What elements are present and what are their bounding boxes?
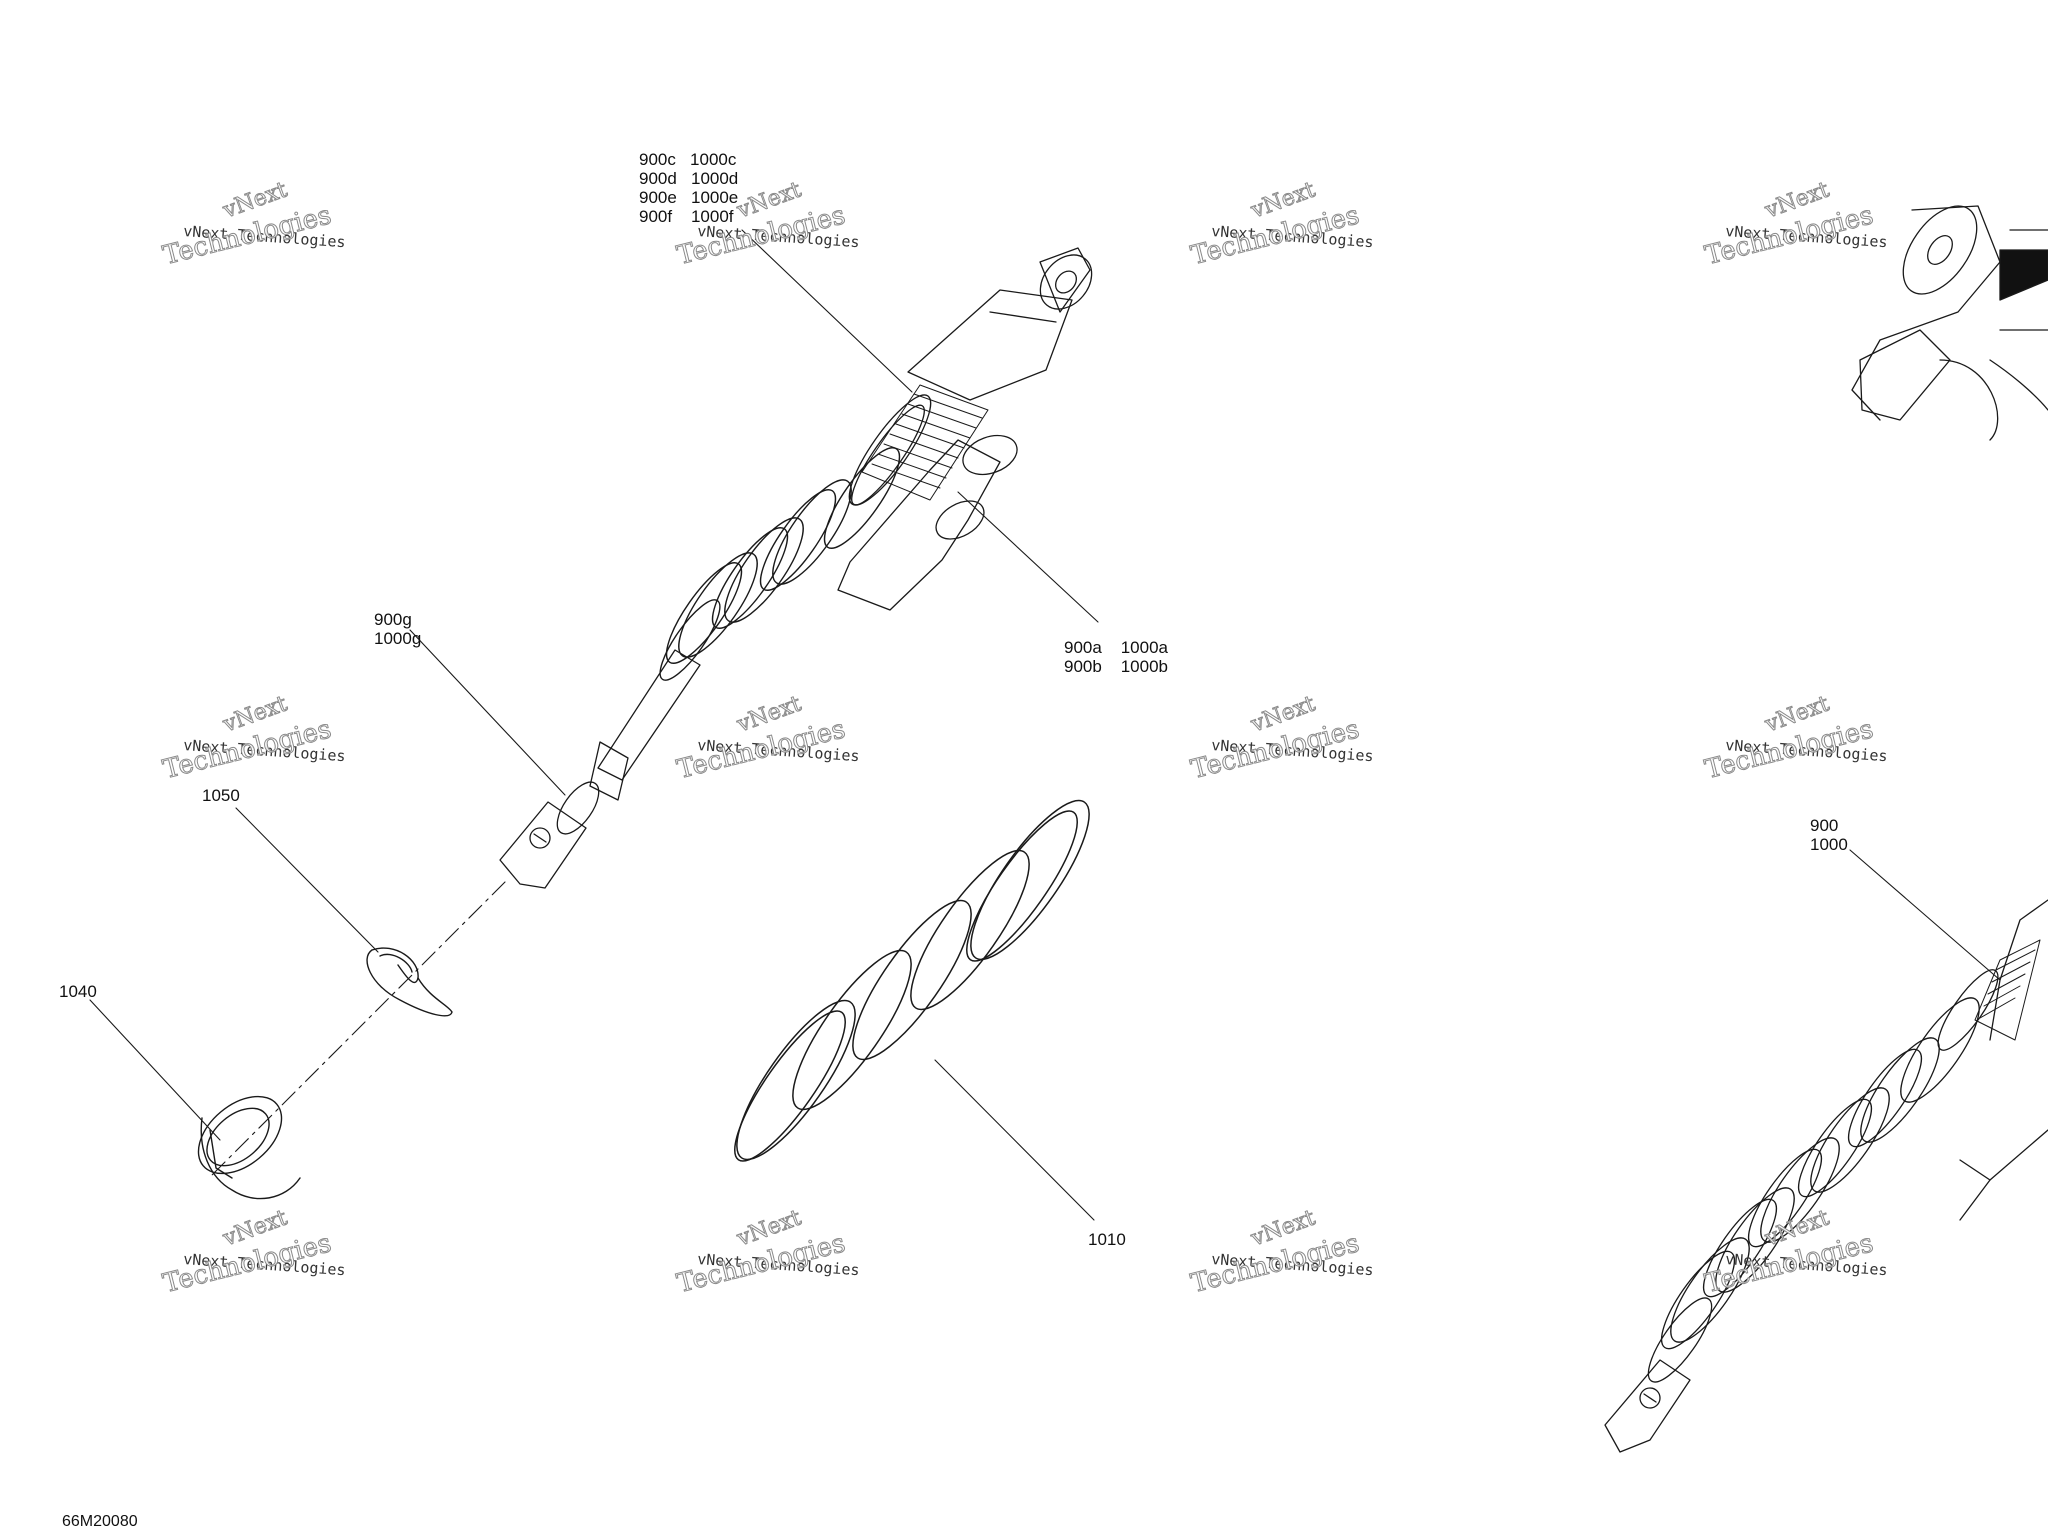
callout-900e-1000e: 900e 1000e (639, 188, 739, 207)
part-1050-clip (366, 947, 453, 1017)
callout-900b-1000b: 900b 1000b (1064, 657, 1168, 676)
callout-900g: 900g (374, 610, 412, 629)
leader-lines (89, 229, 2001, 1221)
callout-900: 900 (1810, 816, 1839, 835)
callout-1010: 1010 (1088, 1230, 1126, 1249)
callout-1000: 1000 (1810, 835, 1848, 854)
part-1040-cup (197, 1095, 301, 1200)
callout-900c-1000c: 900c 1000c (639, 150, 737, 169)
callout-900a-1000a: 900a 1000a (1064, 638, 1168, 657)
callout-1000g: 1000g (374, 629, 422, 648)
callout-900d-1000d: 900d 1000d (639, 169, 739, 188)
callout-1040: 1040 (59, 982, 97, 1001)
part-1010-spring (734, 799, 1090, 1162)
callout-1050: 1050 (202, 786, 240, 805)
partial-shock-assembly-bottom-right (1604, 899, 2048, 1453)
main-shock-absorber (499, 247, 1093, 889)
partial-shock-top-right (1851, 205, 2048, 441)
callout-900f-1000f: 900f 1000f (639, 207, 734, 226)
alignment-line (211, 881, 506, 1176)
figure-code: 66M20080 (62, 1513, 138, 1530)
